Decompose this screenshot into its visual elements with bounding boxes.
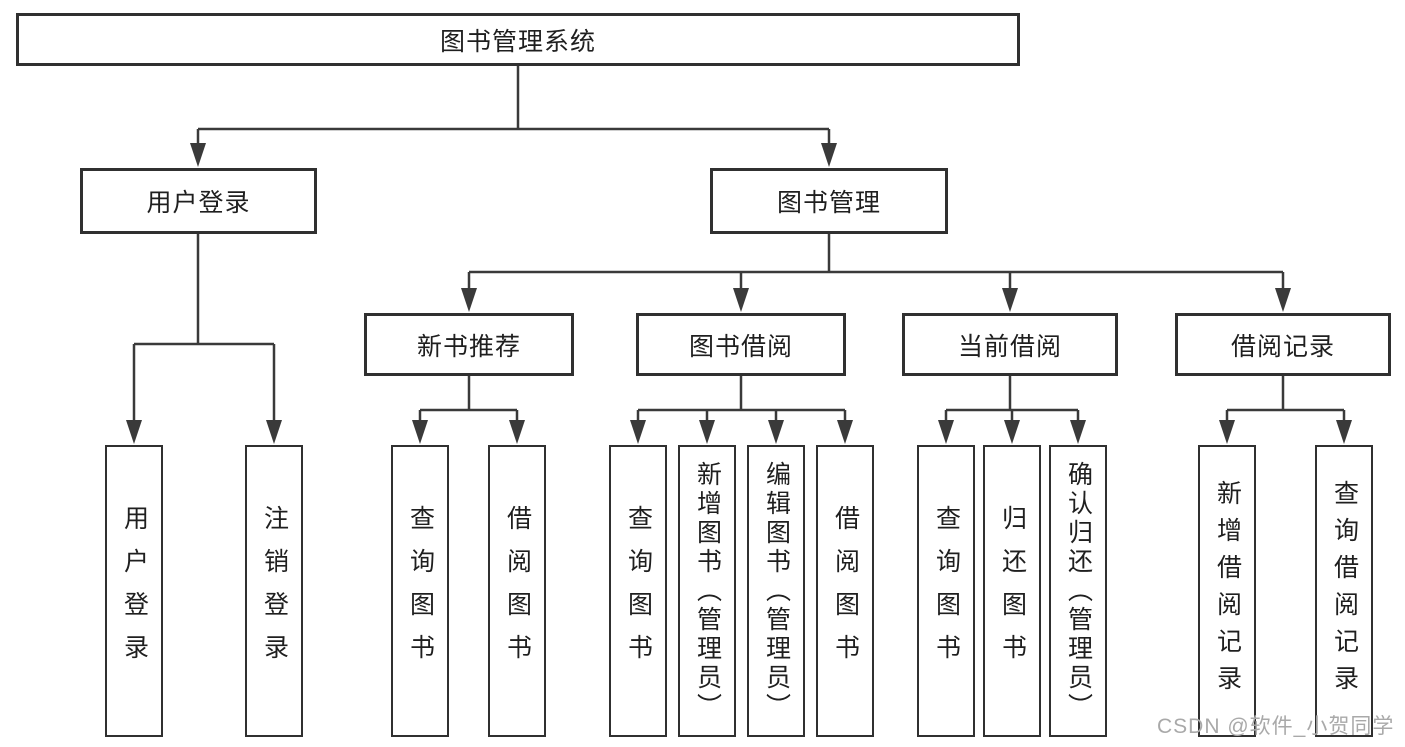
leaf-records-add-record: 新增借阅记录 <box>1198 445 1256 737</box>
node-borrow-records: 借阅记录 <box>1175 313 1391 376</box>
arrowhead-icon <box>509 420 525 444</box>
arrowhead-icon <box>126 420 142 444</box>
leaf-user-login: 用户登录 <box>105 445 163 737</box>
arrowhead-icon <box>699 420 715 444</box>
edge-records-to-leaves <box>1225 376 1346 424</box>
leaf-borrow-query-books: 查询图书 <box>609 445 667 737</box>
node-book-borrow-label: 图书借阅 <box>688 332 793 361</box>
node-user-login-label: 用户登录 <box>146 189 251 217</box>
leaf-borrow-add-books-admin: 新增图书（管理员） <box>678 445 736 737</box>
node-new-book-recommend: 新书推荐 <box>364 313 574 376</box>
node-book-management-label: 图书管理 <box>776 189 881 217</box>
edge-borrow-to-leaves <box>636 376 847 424</box>
leaf-borrow-borrow-books-label: 借阅图书 <box>831 505 860 677</box>
arrowhead-icon <box>821 143 837 167</box>
node-book-management: 图书管理 <box>710 168 948 234</box>
arrowhead-icon <box>461 288 477 312</box>
arrowhead-icon <box>190 143 206 167</box>
arrowhead-icon <box>1002 288 1018 312</box>
leaf-logout-label: 注销登录 <box>260 505 289 677</box>
node-current-borrow: 当前借阅 <box>902 313 1118 376</box>
watermark: CSDN @软件_小贺同学 <box>1157 715 1395 738</box>
arrowhead-icon <box>733 288 749 312</box>
edge-root-to-level2 <box>196 66 831 147</box>
leaf-borrow-query-books-label: 查询图书 <box>624 505 653 677</box>
leaf-records-add-record-label: 新增借阅记录 <box>1213 480 1242 702</box>
leaf-logout: 注销登录 <box>245 445 303 737</box>
node-library-system: 图书管理系统 <box>16 13 1020 66</box>
arrowhead-icon <box>1219 420 1235 444</box>
arrowhead-icon <box>1004 420 1020 444</box>
leaf-newbook-query-books-label: 查询图书 <box>406 505 435 677</box>
arrowheads <box>126 143 1352 444</box>
leaf-records-query-record-label: 查询借阅记录 <box>1330 480 1359 702</box>
leaf-current-query-books: 查询图书 <box>917 445 975 737</box>
leaf-newbook-query-books: 查询图书 <box>391 445 449 737</box>
node-book-borrow: 图书借阅 <box>636 313 846 376</box>
arrowhead-icon <box>630 420 646 444</box>
leaf-user-login-label: 用户登录 <box>120 505 149 677</box>
leaf-current-confirm-return-admin-label: 确认归还（管理员） <box>1064 460 1093 722</box>
leaf-borrow-borrow-books: 借阅图书 <box>816 445 874 737</box>
node-user-login: 用户登录 <box>80 168 317 234</box>
leaf-borrow-edit-books-admin-label: 编辑图书（管理员） <box>762 460 791 722</box>
leaf-current-query-books-label: 查询图书 <box>932 505 961 677</box>
leaf-borrow-edit-books-admin: 编辑图书（管理员） <box>747 445 805 737</box>
arrowhead-icon <box>266 420 282 444</box>
leaf-records-query-record: 查询借阅记录 <box>1315 445 1373 737</box>
node-library-system-label: 图书管理系统 <box>439 27 596 56</box>
edge-current-to-leaves <box>944 376 1080 424</box>
arrowhead-icon <box>837 420 853 444</box>
edge-userlogin-to-leaves <box>132 234 276 424</box>
arrowhead-icon <box>1070 420 1086 444</box>
leaf-current-return-books: 归还图书 <box>983 445 1041 737</box>
node-borrow-records-label: 借阅记录 <box>1230 332 1335 361</box>
edge-newbooks-to-leaves <box>418 376 519 424</box>
arrowhead-icon <box>938 420 954 444</box>
edge-bookmgmt-to-level3 <box>467 234 1285 292</box>
leaf-borrow-add-books-admin-label: 新增图书（管理员） <box>693 460 722 722</box>
arrowhead-icon <box>412 420 428 444</box>
arrowhead-icon <box>768 420 784 444</box>
leaf-newbook-borrow-books-label: 借阅图书 <box>503 505 532 677</box>
leaf-current-confirm-return-admin: 确认归还（管理员） <box>1049 445 1107 737</box>
leaf-newbook-borrow-books: 借阅图书 <box>488 445 546 737</box>
arrowhead-icon <box>1275 288 1291 312</box>
arrowhead-icon <box>1336 420 1352 444</box>
node-current-borrow-label: 当前借阅 <box>957 332 1062 361</box>
leaf-current-return-books-label: 归还图书 <box>998 505 1027 677</box>
node-new-book-recommend-label: 新书推荐 <box>416 332 521 361</box>
